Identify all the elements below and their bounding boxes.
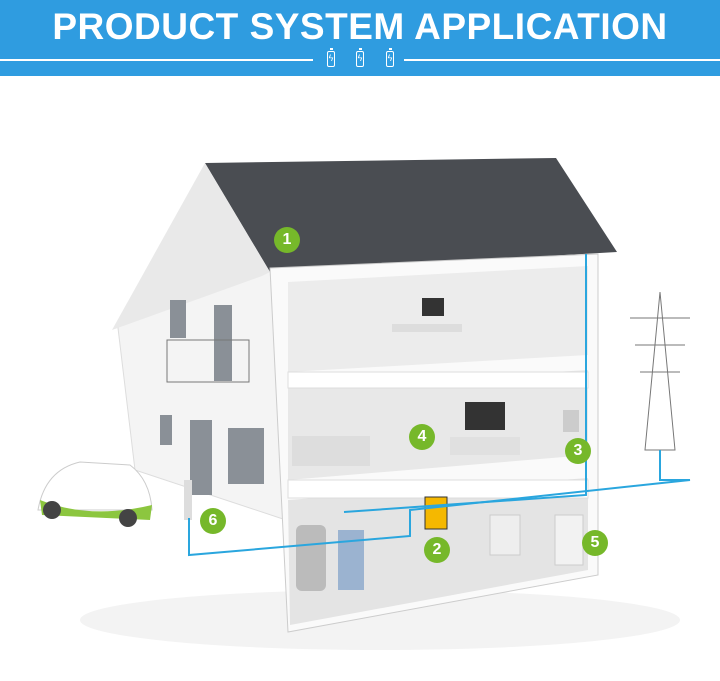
house-illustration xyxy=(37,158,691,650)
marker-ev-charger: 6 xyxy=(200,508,226,534)
battery-icon: ϟ xyxy=(386,48,394,67)
page-title: PRODUCT SYSTEM APPLICATION xyxy=(52,6,668,47)
battery-unit xyxy=(554,514,584,566)
marker-inverter: 2 xyxy=(424,537,450,563)
marker-app-monitoring: 4 xyxy=(409,424,435,450)
solar-roof xyxy=(205,158,617,272)
divider-left xyxy=(0,59,313,61)
marker-battery: 5 xyxy=(582,530,608,556)
power-pylon xyxy=(630,291,690,451)
battery-icon: ϟ xyxy=(327,48,335,67)
header-banner: PRODUCT SYSTEM APPLICATION ϟ ϟ ϟ xyxy=(0,0,720,76)
divider-right xyxy=(404,59,720,61)
marker-meter: 3 xyxy=(565,438,591,464)
battery-icon: ϟ xyxy=(356,48,364,67)
cables xyxy=(188,254,691,557)
electric-car xyxy=(37,461,153,527)
marker-solar-panels: 1 xyxy=(274,227,300,253)
